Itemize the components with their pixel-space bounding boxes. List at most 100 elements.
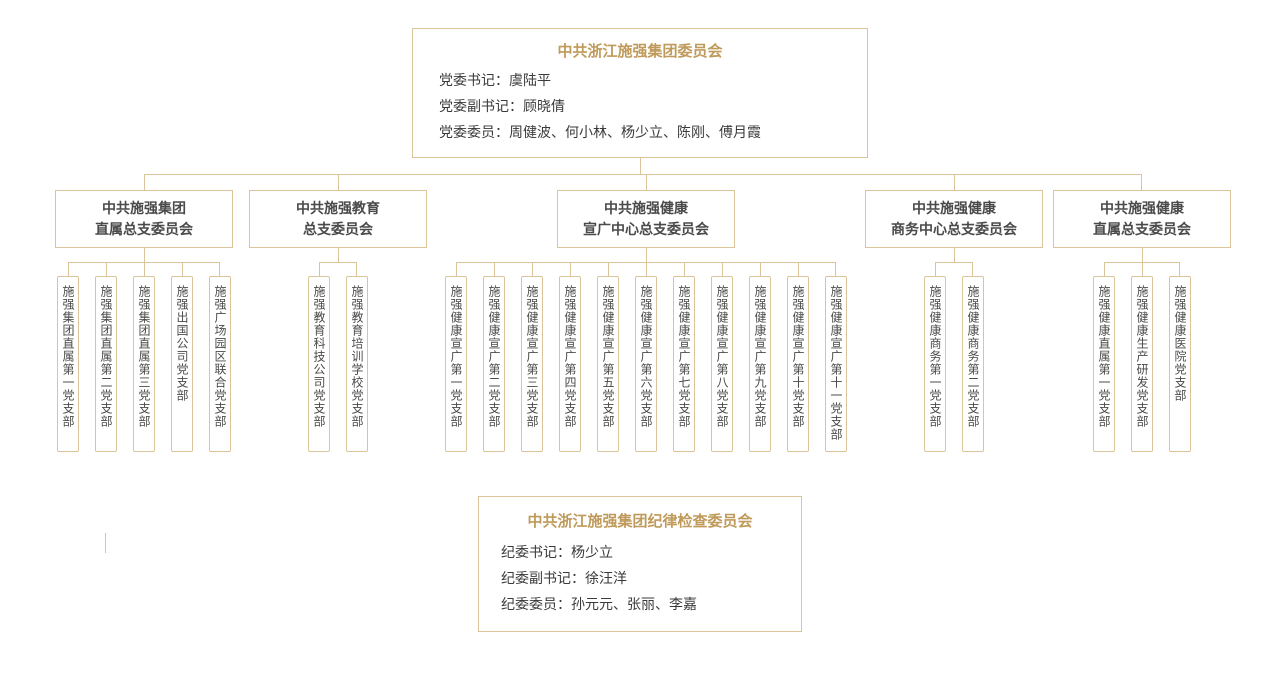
branch-node: 施强健康宣广第五党支部 [589, 262, 628, 452]
party-branch-box: 施强健康商务第二党支部 [962, 276, 984, 452]
group-title-line2: 商务中心总支委员会 [891, 221, 1017, 237]
group-title-line2: 总支委员会 [303, 221, 373, 237]
party-branch-box: 施强健康宣广第五党支部 [597, 276, 619, 452]
branch-node: 施强健康宣广第一党支部 [437, 262, 476, 452]
party-branch-label: 施强教育科技公司党支部 [312, 285, 326, 428]
discipline-deputy-secretary-line: 纪委副书记：徐汪洋 [501, 570, 627, 586]
branch-node: 施强健康生产研发党支部 [1123, 262, 1162, 452]
party-branch-label: 施强健康商务第二党支部 [966, 285, 980, 428]
party-branch-box: 施强健康宣广第九党支部 [749, 276, 771, 452]
branch-node: 施强集团直属第一党支部 [49, 262, 88, 452]
party-branch-label: 施强健康生产研发党支部 [1135, 285, 1149, 428]
group-title-line2: 宣广中心总支委员会 [583, 221, 709, 237]
branch-node: 施强集团直属第二党支部 [87, 262, 126, 452]
group-title-line2: 直属总支委员会 [1093, 221, 1191, 237]
party-branch-label: 施强健康宣广第五党支部 [601, 285, 615, 428]
group-node-direct: 中共施强集团 直属总支委员会 施强集团直属第一党支部 施强集团直属第二党支部 施… [44, 174, 245, 452]
party-branch-label: 施强健康宣广第四党支部 [563, 285, 577, 428]
party-branch-box: 施强健康宣广第四党支部 [559, 276, 581, 452]
party-branch-label: 施强集团直属第一党支部 [61, 285, 75, 428]
branch-level: 中共施强集团 直属总支委员会 施强集团直属第一党支部 施强集团直属第二党支部 施… [44, 158, 1236, 452]
branch-node: 施强健康宣广第十一党支部 [816, 262, 855, 452]
party-branch-box: 施强集团直属第三党支部 [133, 276, 155, 452]
branch-node: 施强健康宣广第四党支部 [551, 262, 590, 452]
group-title-line1: 中共施强健康 [1100, 200, 1184, 216]
discipline-members-line: 纪委委员：孙元元、张丽、李嘉 [501, 596, 697, 612]
branch-node: 施强健康商务第二党支部 [953, 262, 992, 452]
party-committee-title: 中共浙江施强集团委员会 [557, 43, 723, 60]
group-title-line1: 中共施强集团 [102, 200, 186, 216]
party-branch-label: 施强健康宣广第二党支部 [487, 285, 501, 428]
party-branch-box: 施强健康直属第一党支部 [1093, 276, 1115, 452]
group-node-health-direct: 中共施强健康 直属总支委员会 施强健康直属第一党支部 施强健康生产研发党支部 施… [1047, 174, 1236, 452]
party-branch-box: 施强出国公司党支部 [171, 276, 193, 452]
party-branch-label: 施强健康宣广第六党支部 [639, 285, 653, 428]
branch-node: 施强健康宣广第六党支部 [627, 262, 666, 452]
branch-children: 施强教育科技公司党支部 施强教育培训学校党支部 [300, 248, 376, 452]
group-node-health-business: 中共施强健康 商务中心总支委员会 施强健康商务第一党支部 施强健康商务第二党支部 [860, 174, 1049, 452]
group-title-line2: 直属总支委员会 [95, 221, 193, 237]
party-branch-box: 施强广场园区联合党支部 [209, 276, 231, 452]
branch-node: 施强健康医院党支部 [1160, 262, 1199, 452]
org-chart-tree: 中共浙江施强集团委员会 党委书记：虞陆平 党委副书记：顾晓倩 党委委员：周健波、… [0, 28, 1280, 452]
party-branch-box: 施强健康宣广第十党支部 [787, 276, 809, 452]
party-committee-box: 中共浙江施强集团委员会 党委书记：虞陆平 党委副书记：顾晓倩 党委委员：周健波、… [412, 28, 868, 158]
discipline-committee-box: 中共浙江施强集团纪律检查委员会 纪委书记：杨少立 纪委副书记：徐汪洋 纪委委员：… [478, 496, 802, 632]
branch-node: 施强广场园区联合党支部 [200, 262, 239, 452]
root-node: 中共浙江施强集团委员会 党委书记：虞陆平 党委副书记：顾晓倩 党委委员：周健波、… [44, 28, 1236, 452]
branch-node: 施强集团直属第三党支部 [125, 262, 164, 452]
party-secretary-line: 党委书记：虞陆平 [439, 72, 551, 88]
party-branch-box: 施强教育科技公司党支部 [308, 276, 330, 452]
party-branch-label: 施强健康直属第一党支部 [1097, 285, 1111, 428]
party-branch-box: 施强健康商务第一党支部 [924, 276, 946, 452]
party-branch-label: 施强健康商务第一党支部 [928, 285, 942, 428]
stray-connector-line [105, 533, 106, 553]
branch-children: 施强集团直属第一党支部 施强集团直属第二党支部 施强集团直属第三党支部 施强出国… [49, 248, 239, 452]
party-branch-box: 施强健康宣广第八党支部 [711, 276, 733, 452]
branch-node: 施强健康宣广第九党支部 [741, 262, 780, 452]
group-committee-box: 中共施强健康 商务中心总支委员会 [865, 190, 1043, 248]
branch-children: 施强健康直属第一党支部 施强健康生产研发党支部 施强健康医院党支部 [1085, 248, 1199, 452]
group-title-line1: 中共施强健康 [604, 200, 688, 216]
branch-node: 施强健康宣广第二党支部 [475, 262, 514, 452]
party-branch-box: 施强健康宣广第一党支部 [445, 276, 467, 452]
party-branch-label: 施强健康医院党支部 [1173, 285, 1187, 402]
branch-node: 施强健康商务第一党支部 [916, 262, 955, 452]
party-branch-label: 施强健康宣广第八党支部 [715, 285, 729, 428]
party-deputy-secretary-line: 党委副书记：顾晓倩 [439, 98, 565, 114]
party-branch-label: 施强健康宣广第十党支部 [791, 285, 805, 428]
party-branch-box: 施强健康宣广第三党支部 [521, 276, 543, 452]
branch-children: 施强健康宣广第一党支部 施强健康宣广第二党支部 施强健康宣广第三党支部 施强健康… [437, 248, 855, 452]
party-branch-label: 施强集团直属第三党支部 [137, 285, 151, 428]
party-branch-label: 施强健康宣广第一党支部 [449, 285, 463, 428]
party-branch-box: 施强健康宣广第二党支部 [483, 276, 505, 452]
party-branch-box: 施强健康宣广第十一党支部 [825, 276, 847, 452]
party-branch-box: 施强健康医院党支部 [1169, 276, 1191, 452]
group-node-education: 中共施强教育 总支委员会 施强教育科技公司党支部 施强教育培训学校党支部 [244, 174, 433, 452]
tree-root: 中共浙江施强集团委员会 党委书记：虞陆平 党委副书记：顾晓倩 党委委员：周健波、… [0, 28, 1280, 452]
group-committee-box: 中共施强健康 宣广中心总支委员会 [557, 190, 735, 248]
branch-node: 施强健康宣广第三党支部 [513, 262, 552, 452]
party-branch-label: 施强出国公司党支部 [175, 285, 189, 402]
party-branch-box: 施强集团直属第一党支部 [57, 276, 79, 452]
party-branch-label: 施强广场园区联合党支部 [213, 285, 227, 428]
discipline-committee-title: 中共浙江施强集团纪律检查委员会 [527, 513, 753, 530]
branch-children: 施强健康商务第一党支部 施强健康商务第二党支部 [916, 248, 992, 452]
group-node-health-media: 中共施强健康 宣广中心总支委员会 施强健康宣广第一党支部 施强健康宣广第二党支部… [432, 174, 861, 452]
party-branch-box: 施强健康生产研发党支部 [1131, 276, 1153, 452]
group-committee-box: 中共施强教育 总支委员会 [249, 190, 427, 248]
party-branch-label: 施强集团直属第二党支部 [99, 285, 113, 428]
party-branch-label: 施强健康宣广第七党支部 [677, 285, 691, 428]
group-title-line1: 中共施强健康 [912, 200, 996, 216]
branch-node: 施强教育科技公司党支部 [300, 262, 339, 452]
group-committee-box: 中共施强健康 直属总支委员会 [1053, 190, 1231, 248]
branch-node: 施强出国公司党支部 [163, 262, 202, 452]
party-branch-label: 施强健康宣广第十一党支部 [829, 285, 843, 441]
branch-node: 施强健康直属第一党支部 [1085, 262, 1124, 452]
party-branch-box: 施强集团直属第二党支部 [95, 276, 117, 452]
party-branch-label: 施强健康宣广第九党支部 [753, 285, 767, 428]
party-branch-box: 施强健康宣广第七党支部 [673, 276, 695, 452]
branch-node: 施强教育培训学校党支部 [337, 262, 376, 452]
party-branch-label: 施强教育培训学校党支部 [350, 285, 364, 428]
party-branch-box: 施强健康宣广第六党支部 [635, 276, 657, 452]
